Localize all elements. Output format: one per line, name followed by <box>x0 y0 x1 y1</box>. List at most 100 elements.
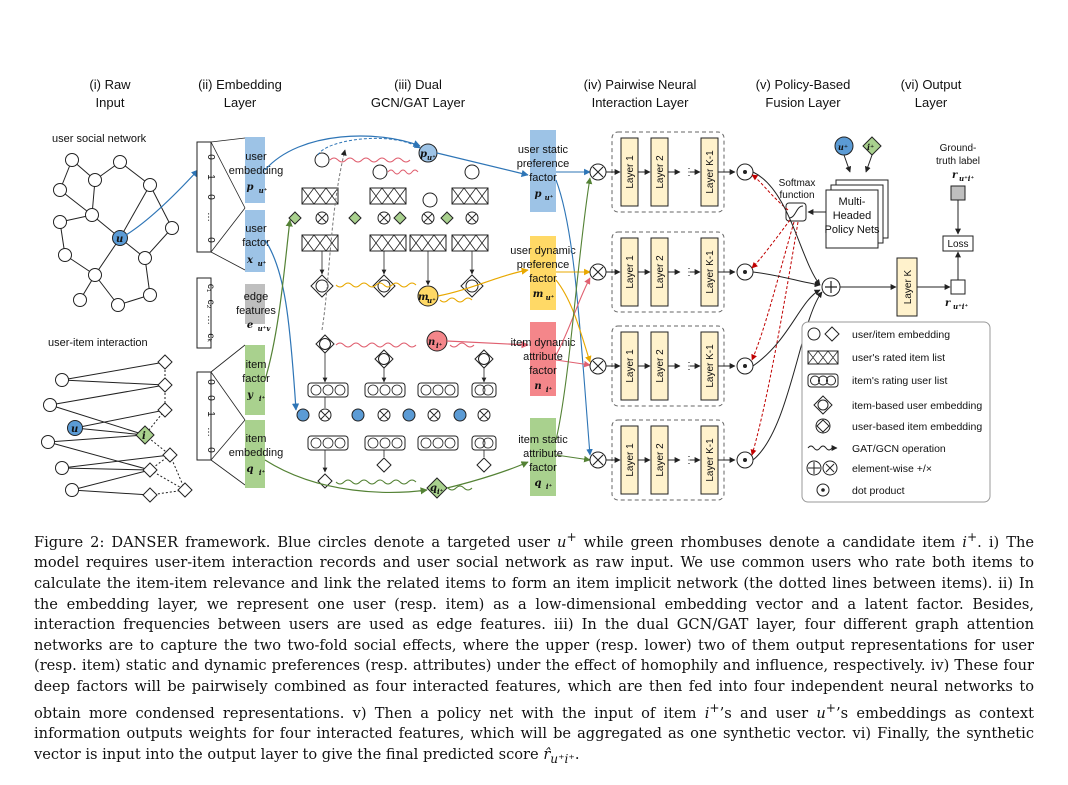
header-pairwise-2: Interaction Layer <box>592 95 690 110</box>
column-headers: (i) Raw Input (ii) Embedding Layer (iii)… <box>89 77 961 110</box>
header-embedding-1: (ii) Embedding <box>198 77 282 92</box>
layer-label: Layer 2 <box>655 349 666 383</box>
svg-text:1: 1 <box>205 411 216 417</box>
svg-text:…: … <box>205 427 216 437</box>
svg-text:user: user <box>245 223 267 235</box>
svg-text:u⁺i⁺: u⁺i⁺ <box>959 174 974 183</box>
svg-text:factor: factor <box>529 462 557 474</box>
header-gcn-2: GCN/GAT Layer <box>371 95 466 110</box>
svg-text:i⁺: i⁺ <box>436 341 443 350</box>
caption-body: i) The model requires user-item interact… <box>34 533 1034 722</box>
svg-text:c₁: c₁ <box>205 284 216 293</box>
factor-item-dynamic <box>530 322 556 396</box>
layer-label: Layer 1 <box>625 349 636 383</box>
layer-label: Layer 2 <box>655 443 666 477</box>
svg-text:truth label: truth label <box>936 156 980 167</box>
svg-text:edge: edge <box>244 291 268 303</box>
candidate-item-node <box>135 425 155 445</box>
svg-text:embedding: embedding <box>229 447 283 459</box>
deep-factors: user static preference factor p u⁺ user … <box>510 130 593 496</box>
legend-item-3: item-based user embedding <box>852 400 982 412</box>
svg-text:r: r <box>945 298 951 309</box>
interaction-user-node <box>67 420 83 436</box>
interaction-label: user-item interaction <box>48 337 148 349</box>
svg-text:0: 0 <box>205 154 216 160</box>
svg-text:item dynamic: item dynamic <box>511 337 576 349</box>
svg-text:item static: item static <box>518 434 568 446</box>
svg-text:u⁺: u⁺ <box>545 193 554 202</box>
target-user-node <box>112 230 128 246</box>
svg-text:m: m <box>533 289 544 300</box>
svg-text:0: 0 <box>205 379 216 385</box>
svg-text:0: 0 <box>205 447 216 453</box>
svg-text:1: 1 <box>205 174 216 180</box>
svg-text:Softmax: Softmax <box>779 178 816 189</box>
svg-text:i⁺: i⁺ <box>259 394 266 403</box>
svg-text:embedding: embedding <box>229 165 283 177</box>
svg-text:factor: factor <box>529 172 557 184</box>
policy-fusion-layer: u⁺ i⁺ Multi- Headed Policy Nets Softmax … <box>750 136 897 461</box>
q-node <box>426 477 448 499</box>
svg-text:user dynamic: user dynamic <box>510 245 576 257</box>
header-gcn-1: (iii) Dual <box>394 77 442 92</box>
svg-text:0: 0 <box>205 395 216 401</box>
header-raw-input-2: Input <box>96 95 125 110</box>
header-raw-input-1: (i) Raw <box>89 77 131 92</box>
svg-text:m: m <box>418 292 429 303</box>
legend: user/item embedding user's rated item li… <box>801 321 991 503</box>
factor-user-static <box>530 130 556 212</box>
caption-label: Figure 2: <box>34 533 105 551</box>
svg-text:…: … <box>205 315 216 325</box>
svg-text:Layer K: Layer K <box>903 269 914 304</box>
output-layer: Layer K r u⁺i⁺ Loss Ground- truth label … <box>896 143 980 317</box>
svg-text:0: 0 <box>205 237 216 243</box>
legend-item-2: item's rating user list <box>852 375 947 387</box>
layer-ellipsis: ⋮ <box>684 455 694 466</box>
svg-text:preference: preference <box>517 259 570 271</box>
svg-text:cₖ: cₖ <box>205 333 216 342</box>
legend-item-4: user-based item embedding <box>852 421 982 433</box>
svg-text:u⁺: u⁺ <box>258 259 267 268</box>
svg-text:u⁺: u⁺ <box>546 293 555 302</box>
svg-text:attribute: attribute <box>523 448 563 460</box>
svg-text:p: p <box>420 149 427 160</box>
svg-text:Multi-: Multi- <box>839 196 866 208</box>
svg-text:i⁺: i⁺ <box>867 142 874 152</box>
header-embedding-2: Layer <box>224 95 257 110</box>
svg-text:n: n <box>534 381 541 392</box>
target-user-label: u <box>116 234 123 245</box>
multi-headed-policy-nets <box>825 189 879 249</box>
svg-text:u⁺: u⁺ <box>427 153 436 162</box>
svg-text:u⁺i⁺: u⁺i⁺ <box>953 302 968 311</box>
header-output-1: (vi) Output <box>901 77 962 92</box>
legend-item-0: user/item embedding <box>852 329 950 341</box>
svg-text:attribute: attribute <box>523 351 563 363</box>
layer-label: Layer K-1 <box>705 150 716 194</box>
svg-text:i⁺: i⁺ <box>259 468 266 477</box>
prediction-box <box>950 279 966 295</box>
svg-text:item: item <box>246 359 267 371</box>
svg-text:q: q <box>430 483 437 494</box>
svg-text:factor: factor <box>529 365 557 377</box>
danser-framework-figure: (i) Raw Input (ii) Embedding Layer (iii)… <box>41 77 991 503</box>
layer-ellipsis: ⋮ <box>684 167 694 178</box>
legend-item-6: element-wise +/× <box>852 463 932 475</box>
user-item-interaction: user-item interaction u i <box>41 337 193 503</box>
layer-label: Layer 2 <box>655 155 666 189</box>
svg-text:preference: preference <box>517 158 570 170</box>
svg-text:function: function <box>779 190 814 201</box>
layer-label: Layer K-1 <box>705 250 716 294</box>
svg-text:y: y <box>246 390 254 401</box>
svg-text:u⁺: u⁺ <box>427 296 436 305</box>
svg-text:q: q <box>535 478 542 489</box>
svg-text:item: item <box>246 433 267 445</box>
svg-text:Loss: Loss <box>947 239 968 250</box>
loss-box <box>942 235 974 252</box>
figure-caption: Figure 2: DANSER framework. Blue circles… <box>34 530 1034 766</box>
layer-label: Layer K-1 <box>705 438 716 482</box>
layer-ellipsis: ⋮ <box>684 267 694 278</box>
svg-text:factor: factor <box>242 373 270 385</box>
svg-text:e: e <box>247 320 253 331</box>
svg-text:x: x <box>246 255 254 266</box>
